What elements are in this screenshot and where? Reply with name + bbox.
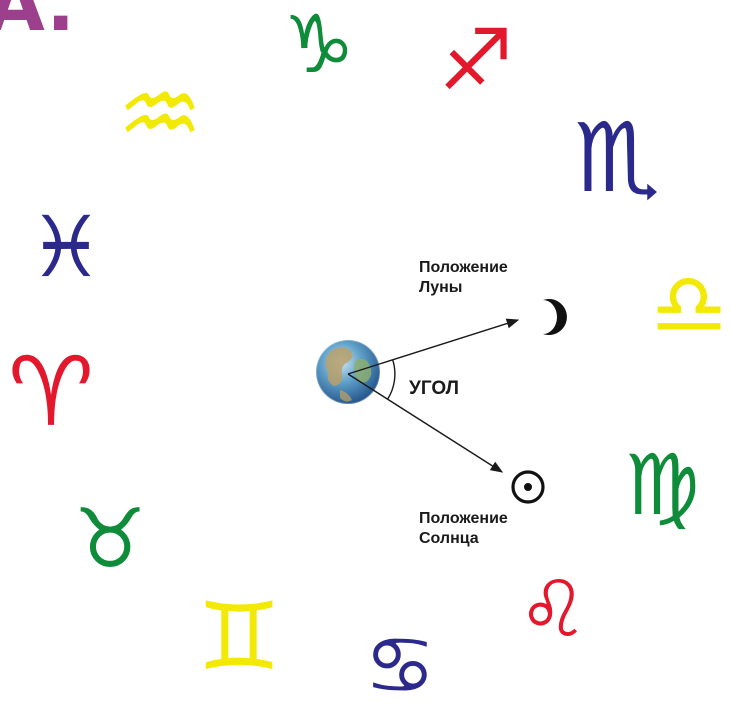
moon-position-label: Положение Луны: [419, 258, 508, 298]
gemini-sign-icon: ♊: [196, 583, 282, 692]
scorpio-sign-icon: ♏: [573, 102, 661, 214]
sun-label-line1: Положение: [419, 510, 508, 527]
moon-label-line2: Луны: [419, 279, 463, 296]
angle-label: УГОЛ: [409, 378, 459, 399]
libra-sign-icon: ♎: [650, 255, 728, 355]
moon-label-line1: Положение: [419, 259, 508, 276]
cancer-sign-icon: ♋: [364, 619, 436, 712]
sun-direction-arrow: [347, 373, 504, 473]
moon-direction-arrow: [347, 318, 520, 375]
corner-text-fragment: A.: [0, 0, 76, 48]
taurus-sign-icon: ♉: [73, 492, 147, 587]
aries-sign-icon: ♈: [7, 336, 95, 448]
sagittarius-sign-icon: ♐: [438, 11, 514, 109]
aquarius-sign-icon: ♒: [116, 58, 204, 170]
virgo-sign-icon: ♍: [624, 436, 700, 534]
sun-icon: [511, 470, 545, 504]
angle-arc: [387, 359, 396, 400]
sun-position-label: Положение Солнца: [419, 509, 508, 549]
sun-label-line2: Солнца: [419, 530, 479, 547]
earth-icon: [315, 339, 381, 405]
capricorn-sign-icon: ♑: [283, 0, 355, 91]
pisces-sign-icon: ♓: [28, 198, 104, 296]
leo-sign-icon: ♌: [518, 565, 588, 655]
moon-icon: [543, 299, 567, 335]
